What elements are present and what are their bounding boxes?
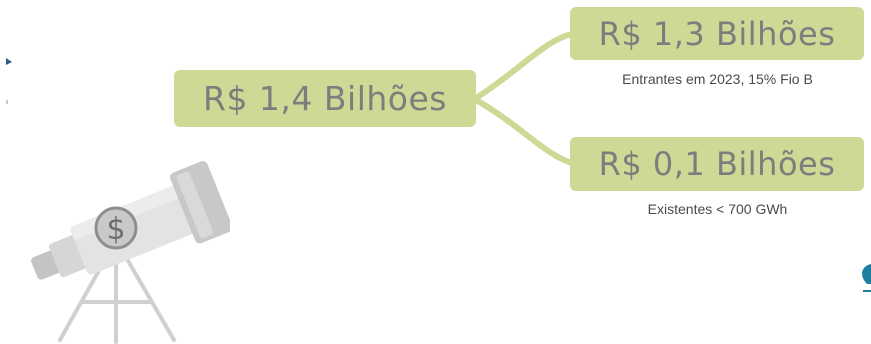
edge-marker-icon [6,58,12,104]
total-value-label: R$ 1,4 Bilhões [203,79,447,118]
branch-box-existentes: R$ 0,1 Bilhões [570,137,864,191]
total-value-box: R$ 1,4 Bilhões [174,70,476,127]
branch-caption-entrantes: Entrantes em 2023, 15% Fio B [622,71,813,87]
branch-value-entrantes: R$ 1,3 Bilhões [598,14,836,53]
branch-value-existentes: R$ 0,1 Bilhões [598,145,836,183]
partial-logo-icon [862,264,871,292]
connector-to-bottom [473,97,575,166]
connector-to-top [473,31,575,101]
telescope-icon: $ [31,161,230,344]
branch-box-entrantes: R$ 1,3 Bilhões [570,7,864,60]
dollar-symbol: $ [106,212,125,247]
branch-caption-existentes: Existentes < 700 GWh [647,201,788,217]
